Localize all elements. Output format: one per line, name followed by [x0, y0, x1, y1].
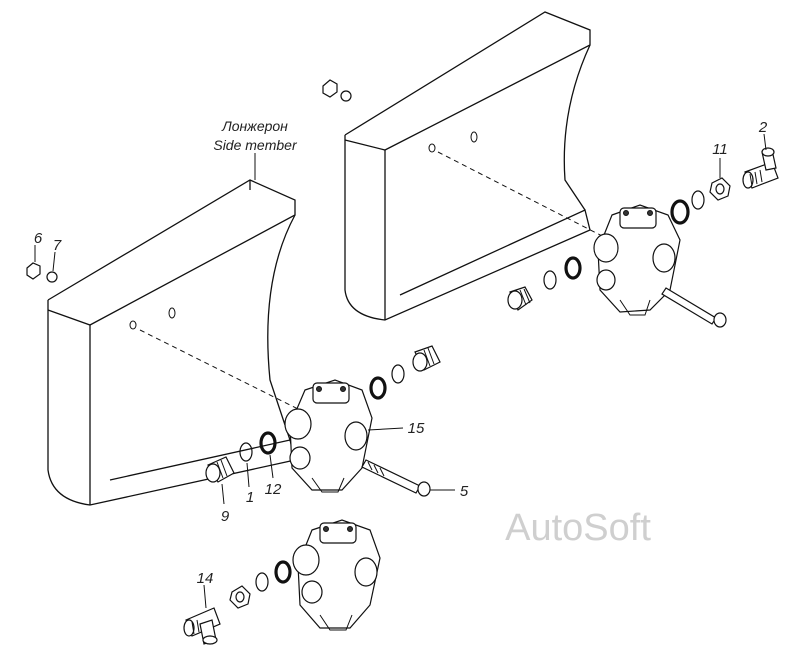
side-member-label-ru: Лонжерон — [221, 118, 288, 134]
leader-15 — [367, 427, 404, 431]
bolt-item-5 — [361, 459, 431, 497]
leader-9 — [221, 483, 225, 505]
sealing-ring-item-12 — [259, 431, 277, 455]
tee-fitting-item-2 — [742, 147, 779, 189]
nut-top — [322, 79, 352, 102]
washer-upper-right — [691, 190, 705, 210]
nut-item-11 — [709, 177, 731, 201]
union-item-9 — [205, 456, 235, 483]
washer-item-1 — [239, 442, 253, 462]
valve-assembly-lower — [292, 519, 381, 631]
callout-7: 7 — [53, 237, 62, 254]
union-middle-right — [412, 345, 441, 372]
tee-fitting-item-14 — [183, 607, 221, 645]
callout-5: 5 — [460, 483, 469, 500]
sealing-ring-upper-right — [670, 199, 690, 225]
washer-middle-right — [391, 364, 405, 384]
nut-lower — [229, 585, 251, 609]
callout-12: 12 — [265, 481, 282, 498]
leader-7 — [52, 251, 56, 272]
leader-2 — [763, 133, 767, 151]
sealing-ring-lower — [274, 560, 292, 584]
callout-2: 2 — [758, 119, 768, 136]
callout-14: 14 — [197, 570, 214, 587]
leader-14 — [203, 584, 207, 609]
valve-assembly-item-15 — [284, 379, 373, 493]
leader-1 — [246, 462, 250, 488]
union-upper-left — [507, 286, 533, 311]
callout-15: 15 — [408, 420, 425, 437]
washer-lower — [255, 572, 269, 592]
callout-11: 11 — [712, 141, 728, 158]
leader-12 — [269, 454, 274, 479]
sealing-ring-upper-left — [564, 256, 582, 280]
nut-item-6 — [26, 262, 41, 280]
alignment-line-left — [139, 329, 301, 411]
watermark-text: AutoSoft — [505, 507, 651, 549]
callout-9: 9 — [221, 508, 230, 525]
callout-1: 1 — [246, 489, 254, 506]
washer-item-7 — [46, 271, 58, 283]
sealing-ring-middle-right — [369, 376, 387, 400]
washer-upper-left — [543, 270, 557, 290]
side-member-label-en: Side member — [213, 137, 298, 153]
side-member-left — [47, 179, 296, 506]
bolt-upper — [661, 287, 727, 328]
callout-6: 6 — [34, 230, 43, 247]
side-member-right — [344, 11, 591, 321]
valve-assembly-upper — [593, 204, 681, 316]
alignment-line-right — [437, 151, 611, 241]
